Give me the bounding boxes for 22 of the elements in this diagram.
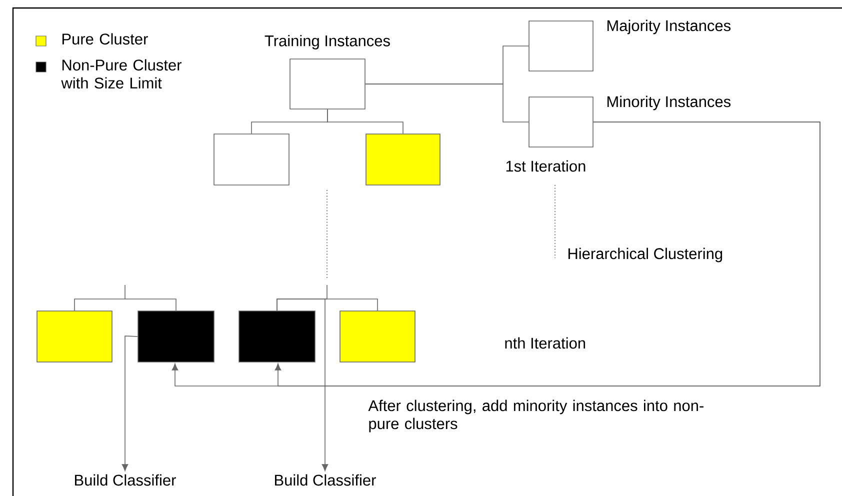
process-label: Hierarchical Clustering	[568, 248, 722, 262]
box-heading: Training Instances	[264, 34, 390, 50]
iteration-label: nth Iteration	[505, 337, 586, 349]
cluster-box	[366, 134, 440, 186]
connector	[276, 298, 328, 472]
legend-text: Non-Pure Cluster with Size Limit	[61, 59, 182, 89]
cluster-box	[340, 310, 416, 362]
box-heading: Minority Instances	[607, 96, 731, 110]
cluster-box	[214, 134, 290, 186]
box-heading: Majority Instances	[607, 20, 731, 34]
cluster-box	[138, 310, 214, 362]
connector	[74, 298, 176, 311]
cluster-box	[238, 310, 316, 362]
node-text: Build Classifier	[275, 474, 376, 486]
connector	[122, 336, 138, 472]
node-text: Build Classifier	[75, 474, 176, 486]
note-text: After clustering, add minority instances into non-pure clusters	[368, 400, 704, 432]
legend-text: Pure Cluster	[62, 33, 148, 45]
connector	[327, 109, 404, 134]
connector	[365, 84, 529, 122]
cluster-box	[36, 310, 112, 362]
connector	[274, 122, 820, 386]
